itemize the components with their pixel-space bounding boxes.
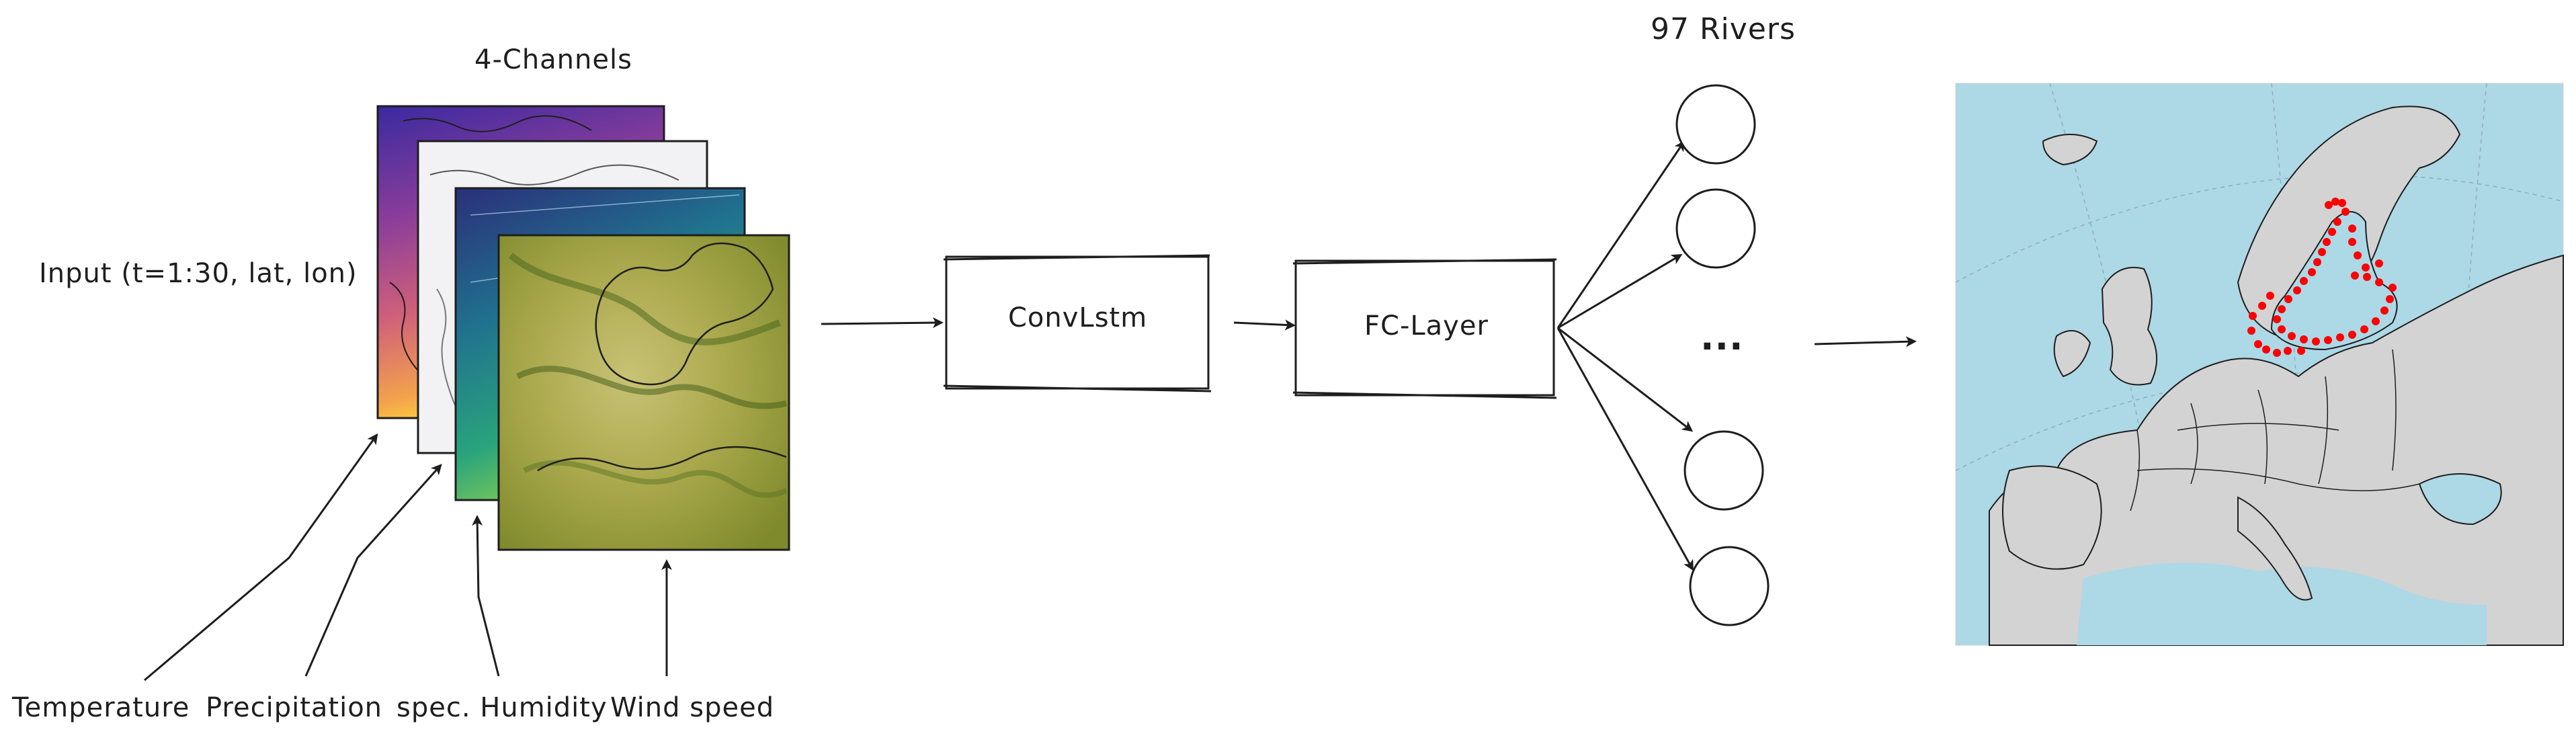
arrow-convlstm-to-fc [1233, 319, 1296, 331]
river-points [2247, 198, 2397, 357]
river-node-2 [1675, 188, 1756, 269]
arrow-outputs-to-map [1814, 336, 1917, 347]
river-output-nodes [1675, 84, 1770, 626]
europe-map [1955, 83, 2564, 646]
wind-speed-map [497, 234, 790, 551]
arrow-input-to-convlstm [821, 317, 944, 329]
input-label: Input (t=1:30, lat, lon) [39, 258, 358, 289]
convlstm-box [943, 254, 1212, 393]
fc-layer-box [1292, 258, 1557, 399]
fc-layer-label: FC-Layer [1364, 311, 1489, 341]
channel-label-precipitation: Precipitation [206, 692, 383, 723]
river-node-3 [1684, 430, 1764, 511]
channels-title: 4-Channels [474, 44, 632, 75]
output-ellipsis: ... [1700, 316, 1744, 358]
channel-label-humidity: spec. Humidity [397, 692, 608, 723]
river-node-4 [1689, 546, 1770, 626]
river-node-1 [1675, 84, 1756, 165]
fan-out-arrows [1556, 140, 1694, 571]
channel-label-temperature: Temperature [12, 692, 190, 723]
channel-stack [376, 105, 790, 551]
rivers-title: 97 Rivers [1651, 12, 1796, 46]
channel-pointers [144, 433, 672, 682]
channel-label-wind-speed: Wind speed [610, 692, 775, 723]
convlstm-label: ConvLstm [1008, 302, 1148, 333]
